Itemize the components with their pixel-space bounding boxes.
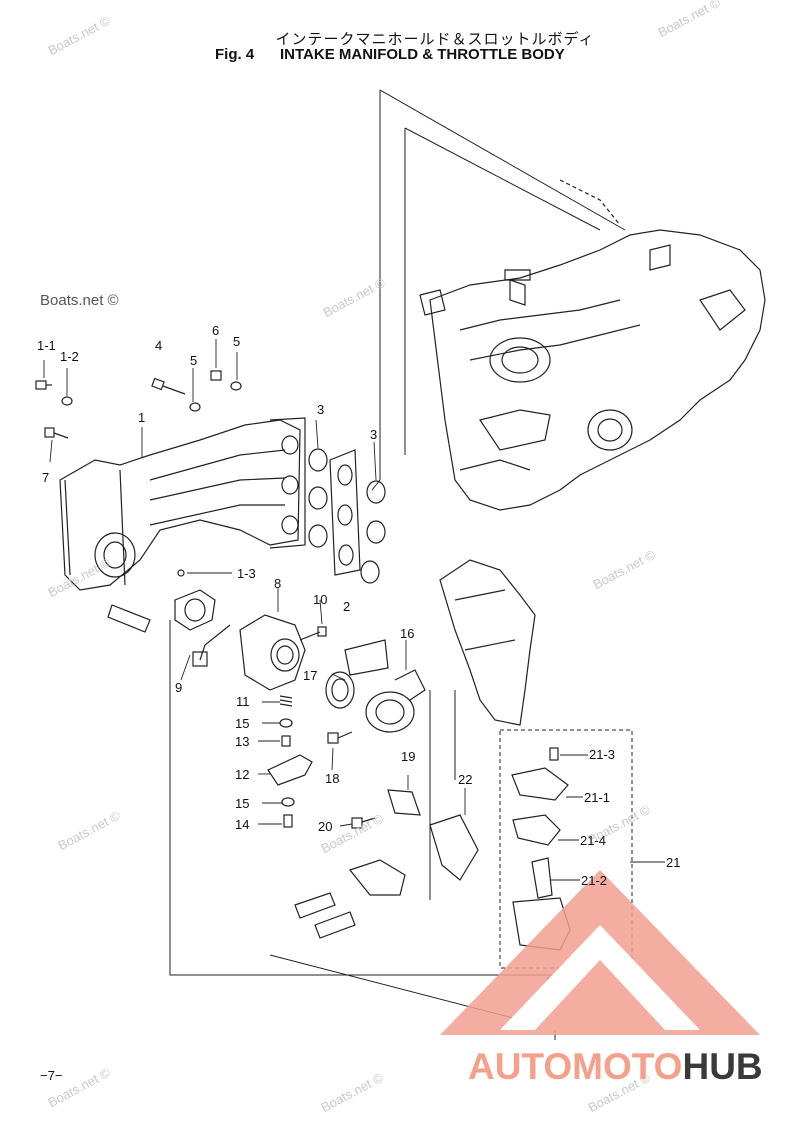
callout-10: 10 — [313, 592, 328, 607]
callout-5: 5 — [233, 334, 241, 349]
callout-21-1: 21-1 — [584, 790, 611, 805]
o-rings-left — [308, 448, 328, 548]
o-rings-right — [360, 480, 386, 584]
hose-17 — [325, 671, 355, 709]
washer-15b — [281, 797, 295, 807]
bolt-7 — [44, 427, 69, 439]
callout-22: 22 — [458, 772, 473, 787]
spring-11 — [279, 695, 293, 707]
callout-9: 9 — [175, 680, 183, 695]
callout-16: 16 — [400, 626, 415, 641]
silencer-16 — [365, 669, 426, 733]
intake-manifold — [59, 417, 306, 591]
grommet-22 — [429, 814, 479, 881]
screw-13 — [281, 735, 291, 747]
callout-15: 15 — [235, 796, 250, 811]
bolt-10 — [299, 626, 327, 641]
callout-21-3: 21-3 — [589, 747, 616, 762]
alignment-lines — [169, 89, 626, 1040]
callout-5: 5 — [190, 353, 198, 368]
bolt-1-1 — [35, 380, 52, 390]
logo-text-dark: HUB — [682, 1046, 763, 1087]
callout-3: 3 — [370, 427, 378, 442]
leader-lines — [43, 339, 665, 881]
callout-20: 20 — [318, 819, 333, 834]
callout-3: 3 — [317, 402, 325, 417]
manifold-gasket — [329, 449, 361, 576]
bracket-19 — [387, 789, 421, 816]
figure-title: INTAKE MANIFOLD & THROTTLE BODY — [280, 46, 565, 63]
callout-13: 13 — [235, 734, 250, 749]
check-ball — [177, 569, 185, 577]
bolt-4 — [151, 377, 186, 395]
throttle-body — [192, 614, 306, 691]
mount-bracket — [439, 559, 536, 726]
bolt-18 — [327, 731, 353, 744]
nut-6 — [210, 370, 222, 381]
callout-1-1: 1-1 — [37, 338, 56, 353]
callout-2: 2 — [343, 599, 351, 614]
callout-1: 1 — [138, 410, 146, 425]
bolt-20 — [351, 817, 376, 829]
washer-5a — [189, 402, 201, 412]
callout-1-3: 1-3 — [237, 566, 256, 581]
throttle-gasket — [174, 589, 216, 631]
washer-1-2 — [61, 396, 73, 406]
callout-18: 18 — [325, 771, 340, 786]
bracket-12 — [267, 754, 313, 786]
engine-block — [419, 179, 766, 511]
callout-21: 21 — [666, 855, 681, 870]
callout-17: 17 — [303, 668, 318, 683]
watermark: Boats.net © — [40, 292, 119, 309]
automotohub-logo-mark — [440, 870, 760, 1035]
hose-small — [107, 604, 151, 633]
callout-12: 12 — [235, 767, 250, 782]
callout-8: 8 — [274, 576, 282, 591]
callout-1-2: 1-2 — [60, 349, 79, 364]
callout-4: 4 — [155, 338, 163, 353]
callout-21-2: 21-2 — [581, 873, 608, 888]
screw-14 — [283, 814, 293, 828]
title-japanese: インテークマニホールド＆スロットルボディ — [275, 30, 595, 48]
callout-21-4: 21-4 — [580, 833, 607, 848]
washer-5b — [230, 381, 242, 391]
callout-11: 11 — [236, 694, 250, 709]
callout-6: 6 — [212, 323, 220, 338]
automotohub-logo: AUTOMOTOHUB — [468, 1046, 763, 1088]
connector-lower — [294, 859, 406, 939]
figure-number: Fig. 4 — [215, 46, 255, 63]
logo-text-accent: AUTOMOTO — [468, 1046, 683, 1087]
page-number: −7− — [40, 1068, 63, 1083]
callout-7: 7 — [42, 470, 50, 485]
callout-14: 14 — [235, 817, 250, 832]
washer-15a — [279, 718, 293, 728]
pipe-segment — [344, 639, 389, 676]
callout-19: 19 — [401, 749, 416, 764]
callout-15: 15 — [235, 716, 250, 731]
